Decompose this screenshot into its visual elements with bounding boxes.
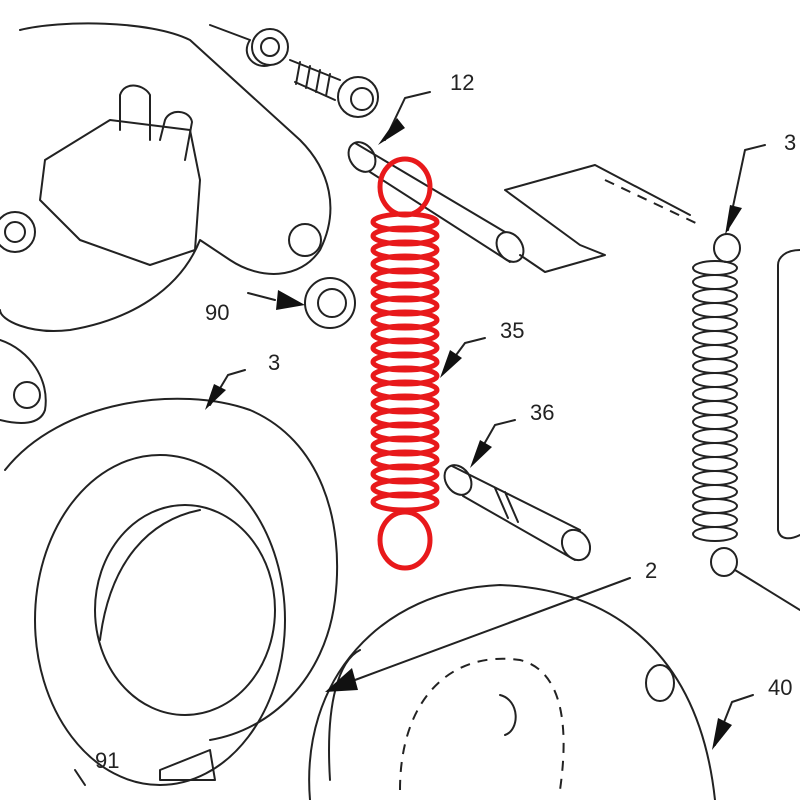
spring-coil [692, 330, 738, 346]
callout-label-90: 90 [205, 300, 229, 325]
spring-end-loop [710, 547, 738, 577]
callout-label-91: 91 [95, 748, 119, 773]
screw-parts [209, 24, 379, 118]
spring-coil [692, 484, 738, 500]
roller-3 [4, 397, 339, 786]
spring-coil [692, 358, 738, 374]
callout-label-12: 12 [450, 70, 474, 95]
spring-3 [692, 233, 741, 577]
spring-coil [692, 288, 738, 304]
drum-2 [159, 584, 716, 800]
callout-label-35: 35 [500, 318, 524, 343]
callout-label-3-spring: 3 [784, 130, 796, 155]
callout-label-2: 2 [645, 558, 657, 583]
spring-coil [692, 316, 738, 332]
callout-label-3-roller: 3 [268, 350, 280, 375]
spring-coil [692, 302, 738, 318]
spring-coil [692, 456, 738, 472]
callout-leaders [74, 91, 766, 786]
callout-label-36: 36 [530, 400, 554, 425]
spring-end-loop [377, 509, 433, 571]
spring-coil [370, 491, 440, 513]
spring-coil [692, 512, 738, 528]
spring-coil [692, 470, 738, 486]
spring-coil [692, 526, 738, 542]
spring-end-loop [377, 156, 433, 218]
lock-washer-90 [304, 277, 356, 329]
spring-coil [692, 260, 738, 276]
bracket-part [0, 22, 332, 424]
spring-coil [692, 498, 738, 514]
spring-coil [692, 428, 738, 444]
callout-label-40: 40 [768, 675, 792, 700]
spring-end-loop [713, 233, 741, 263]
spring-coil [692, 344, 738, 360]
pin-12 [347, 141, 701, 273]
spring-coil [692, 372, 738, 388]
pin-36 [443, 464, 592, 562]
spring-coil [692, 386, 738, 402]
spring-coil [692, 400, 738, 416]
sleeve-part [734, 249, 800, 611]
spring-coil [692, 442, 738, 458]
extension-spring-35-highlighted [370, 156, 440, 571]
spring-coil [692, 414, 738, 430]
spring-coil [692, 274, 738, 290]
